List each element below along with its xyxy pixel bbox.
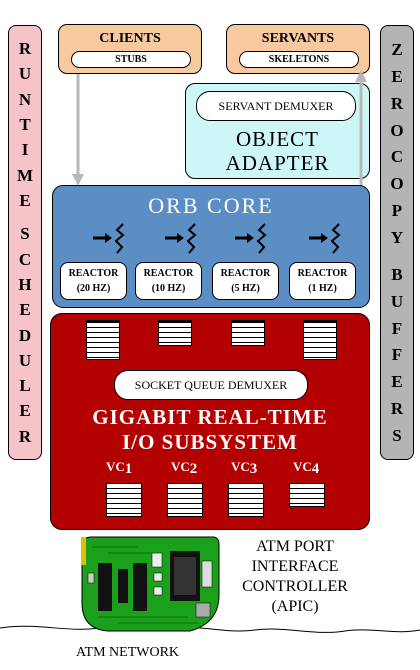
runtime-scheduler-letter: D (18, 325, 32, 345)
runtime-scheduler-letter: E (19, 401, 31, 421)
runtime-scheduler-letter: R (18, 39, 32, 59)
arrow-head-down (72, 174, 84, 186)
orb-core-box: ORB CORE REACTOR (20 HZ) REACTOR (10 HZ)… (52, 185, 370, 308)
atm-network-label: ATM NETWORK (76, 645, 180, 660)
clients-box: CLIENTS STUBS (58, 24, 202, 74)
reactor-rate: (10 HZ) (151, 283, 186, 294)
object-adapter-box: SERVANT DEMUXER OBJECT ADAPTER (185, 83, 370, 179)
object-adapter-title-line2: ADAPTER (225, 151, 330, 175)
arrow-head-up (355, 70, 367, 82)
servant-demuxer-pill: SERVANT DEMUXER (196, 91, 356, 121)
runtime-scheduler-letter: N (18, 89, 32, 109)
zerocopy-buffers-letter: U (390, 291, 404, 311)
io-subsystem-box: SOCKET QUEUE DEMUXER GIGABIT REAL-TIME I… (50, 313, 370, 530)
reactor-10hz: REACTOR (10 HZ) (135, 262, 202, 300)
apic-board-icon (81, 536, 220, 632)
zerocopy-buffers-letter: O (390, 120, 404, 140)
zerocopy-buffers-letter: F (391, 345, 403, 365)
reactor-rate: (1 HZ) (308, 283, 337, 294)
vc-queue-icon (106, 483, 142, 517)
runtime-scheduler-letter: L (19, 376, 31, 396)
apic-label-line1: ATM PORT (256, 538, 334, 555)
zerocopy-buffers-letter: R (390, 399, 404, 419)
skeletons-pill: SKELETONS (239, 51, 359, 68)
runtime-scheduler-letter: U (18, 64, 32, 84)
zerocopy-buffers-letter: P (391, 201, 403, 221)
runtime-scheduler-letter: M (16, 165, 34, 185)
socket-queue-demuxer-pill: SOCKET QUEUE DEMUXER (114, 370, 308, 400)
runtime-scheduler-letter: I (21, 140, 29, 160)
socket-queue-icon (158, 320, 192, 346)
zerocopy-buffers-letter: E (391, 372, 403, 392)
runtime-scheduler-letter: C (18, 249, 32, 269)
reactor-5hz: REACTOR (5 HZ) (212, 262, 279, 300)
runtime-scheduler-letter: R (18, 426, 32, 446)
orb-core-title: ORB CORE (148, 193, 274, 218)
reactor-rate: (5 HZ) (231, 283, 260, 294)
runtime-scheduler-bar: R U N T I M E S C H E D U L E R (8, 25, 42, 460)
vc-queue-icon (167, 483, 203, 517)
servants-title: SERVANTS (261, 31, 335, 46)
reactor-rate: (20 HZ) (76, 283, 111, 294)
zerocopy-buffers-letter: C (390, 147, 404, 167)
servants-box: SERVANTS SKELETONS (226, 24, 370, 74)
socket-queue-icon (303, 320, 337, 360)
runtime-scheduler-letter: H (18, 274, 32, 294)
reactor-name: REACTOR (68, 268, 119, 279)
io-subsystem-title-line2: I/O SUBSYSTEM (122, 430, 298, 454)
event-handler-icon (93, 223, 125, 254)
runtime-scheduler-letter: S (20, 224, 30, 244)
zerocopy-buffers-letter: O (390, 174, 404, 194)
clients-title: CLIENTS (99, 31, 161, 46)
apic-label-line3: CONTROLLER (242, 578, 348, 595)
zerocopy-buffers-letter: R (390, 93, 404, 113)
vc-queue-icon (228, 483, 264, 517)
zerocopy-buffers-letter: B (391, 264, 403, 284)
network-cloud (0, 625, 420, 633)
zerocopy-buffers-bar: Z E R O C O P Y B U F F E R S (380, 25, 414, 460)
zerocopy-buffers-letter: S (392, 426, 402, 446)
io-subsystem-title-line1: GIGABIT REAL-TIME (92, 405, 328, 429)
zerocopy-buffers-letter: E (391, 66, 403, 86)
reactor-1hz: REACTOR (1 HZ) (289, 262, 356, 300)
runtime-scheduler-letter: T (19, 114, 31, 134)
object-adapter-title-line1: OBJECT (235, 127, 319, 151)
runtime-scheduler-letter: U (18, 350, 32, 370)
zerocopy-buffers-letter: F (391, 318, 403, 338)
reactor-name: REACTOR (220, 268, 271, 279)
runtime-scheduler-letter: E (19, 190, 31, 210)
socket-queue-icon (86, 320, 120, 360)
event-handler-icon (309, 223, 341, 254)
event-handler-icon (165, 223, 197, 254)
vc-label: VC2 (171, 459, 198, 477)
reactor-20hz: REACTOR (20 HZ) (60, 262, 127, 300)
event-handler-icon (235, 223, 267, 254)
zerocopy-buffers-letter: Z (391, 39, 403, 59)
vc-label: VC3 (231, 459, 258, 477)
apic-label-line4: (APIC) (271, 598, 319, 615)
socket-queue-icon (231, 320, 265, 346)
zerocopy-buffers-letter: Y (390, 228, 404, 248)
vc-label: VC4 (293, 459, 320, 477)
apic-label-line2: INTERFACE (251, 558, 339, 575)
reactor-name: REACTOR (143, 268, 194, 279)
reactor-name: REACTOR (297, 268, 348, 279)
vc-label: VC1 (106, 459, 133, 477)
runtime-scheduler-letter: E (19, 300, 31, 320)
vc-queue-icon (289, 483, 325, 507)
apic-label: ATM PORT INTERFACE CONTROLLER (APIC) (220, 537, 370, 617)
stubs-pill: STUBS (71, 51, 191, 68)
